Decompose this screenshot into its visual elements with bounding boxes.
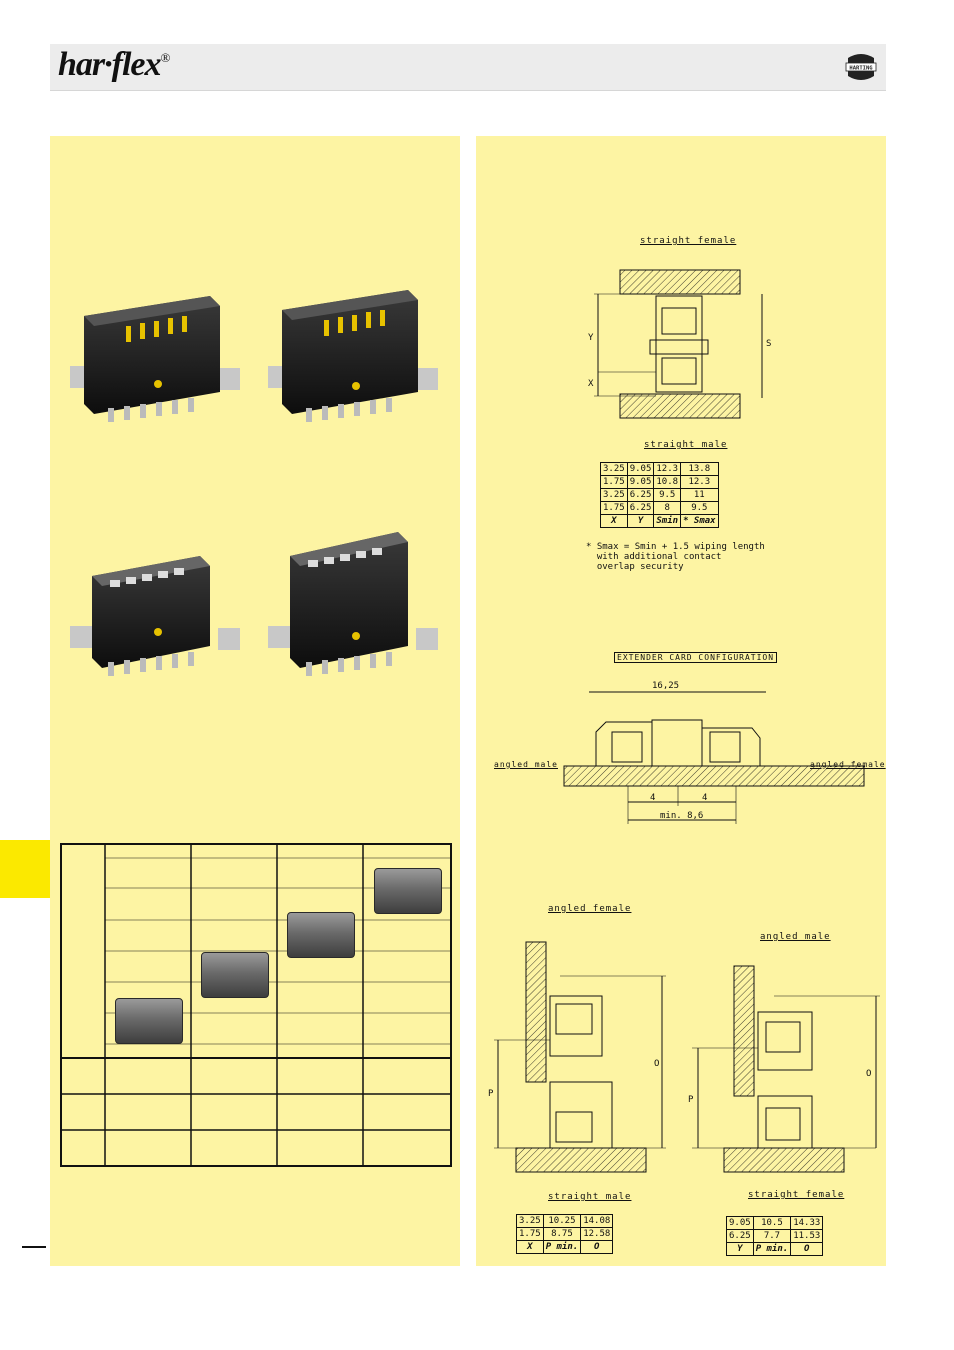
- female-connector-image-1: [70, 556, 240, 676]
- grid-marker-3: [287, 912, 355, 958]
- angled-male-p-label: P: [688, 1095, 694, 1105]
- grid-marker-4: [374, 868, 442, 914]
- margin-mark: [22, 1246, 46, 1248]
- left-panel: [50, 136, 460, 1266]
- harflex-logo: har·flex®: [58, 46, 170, 83]
- product-images: [60, 290, 452, 1167]
- straight-female-caption: straight female: [640, 236, 737, 246]
- dim-s-label: S: [766, 339, 771, 349]
- grid-marker-1: [115, 998, 183, 1044]
- angled-male-caption: angled male: [760, 932, 831, 942]
- extender-right-label: angled female: [810, 760, 886, 769]
- right-panel: Y X S 16,25 4 4 min. 8,6 P O P O straigh…: [476, 136, 886, 1266]
- angled-male-o-label: O: [866, 1069, 871, 1079]
- angled-female-o-label: O: [654, 1059, 659, 1069]
- male-connector-image-2: [268, 290, 438, 422]
- straight-male-caption: straight male: [644, 440, 728, 450]
- section-tab: [0, 840, 50, 898]
- angled-female-drawing: [494, 941, 666, 1173]
- extender-card-drawing: [563, 691, 865, 824]
- extender-gap-left: 4: [650, 793, 655, 803]
- extender-left-label: angled male: [494, 760, 558, 769]
- straight-stack-drawing: [594, 269, 763, 419]
- extender-width-label: 16,25: [652, 681, 679, 691]
- smax-note: * Smax = Smin + 1.5 wiping length with a…: [586, 542, 765, 572]
- harting-logo: HARTING: [845, 54, 877, 80]
- am-table-caption: straight female: [748, 1190, 845, 1200]
- af-table-caption: straight male: [548, 1192, 632, 1202]
- dim-y-label: Y: [588, 333, 594, 343]
- dim-x-label: X: [588, 379, 594, 389]
- extender-caption: EXTENDER CARD CONFIGURATION: [614, 652, 778, 663]
- page-header: har·flex® HARTING: [50, 44, 886, 91]
- extender-gap-right: 4: [702, 793, 707, 803]
- angled-male-drawing: [692, 965, 880, 1173]
- extender-min-label: min. 8,6: [660, 811, 703, 821]
- angled-female-caption: angled female: [548, 904, 632, 914]
- grid-marker-2: [201, 952, 269, 998]
- angled-female-p-label: P: [488, 1089, 494, 1099]
- female-connector-image-2: [268, 532, 438, 676]
- technical-drawings: Y X S 16,25 4 4 min. 8,6 P O P O: [488, 269, 880, 1173]
- selection-grid: [60, 843, 452, 1167]
- male-connector-image-1: [70, 296, 240, 422]
- svg-text:HARTING: HARTING: [849, 66, 873, 72]
